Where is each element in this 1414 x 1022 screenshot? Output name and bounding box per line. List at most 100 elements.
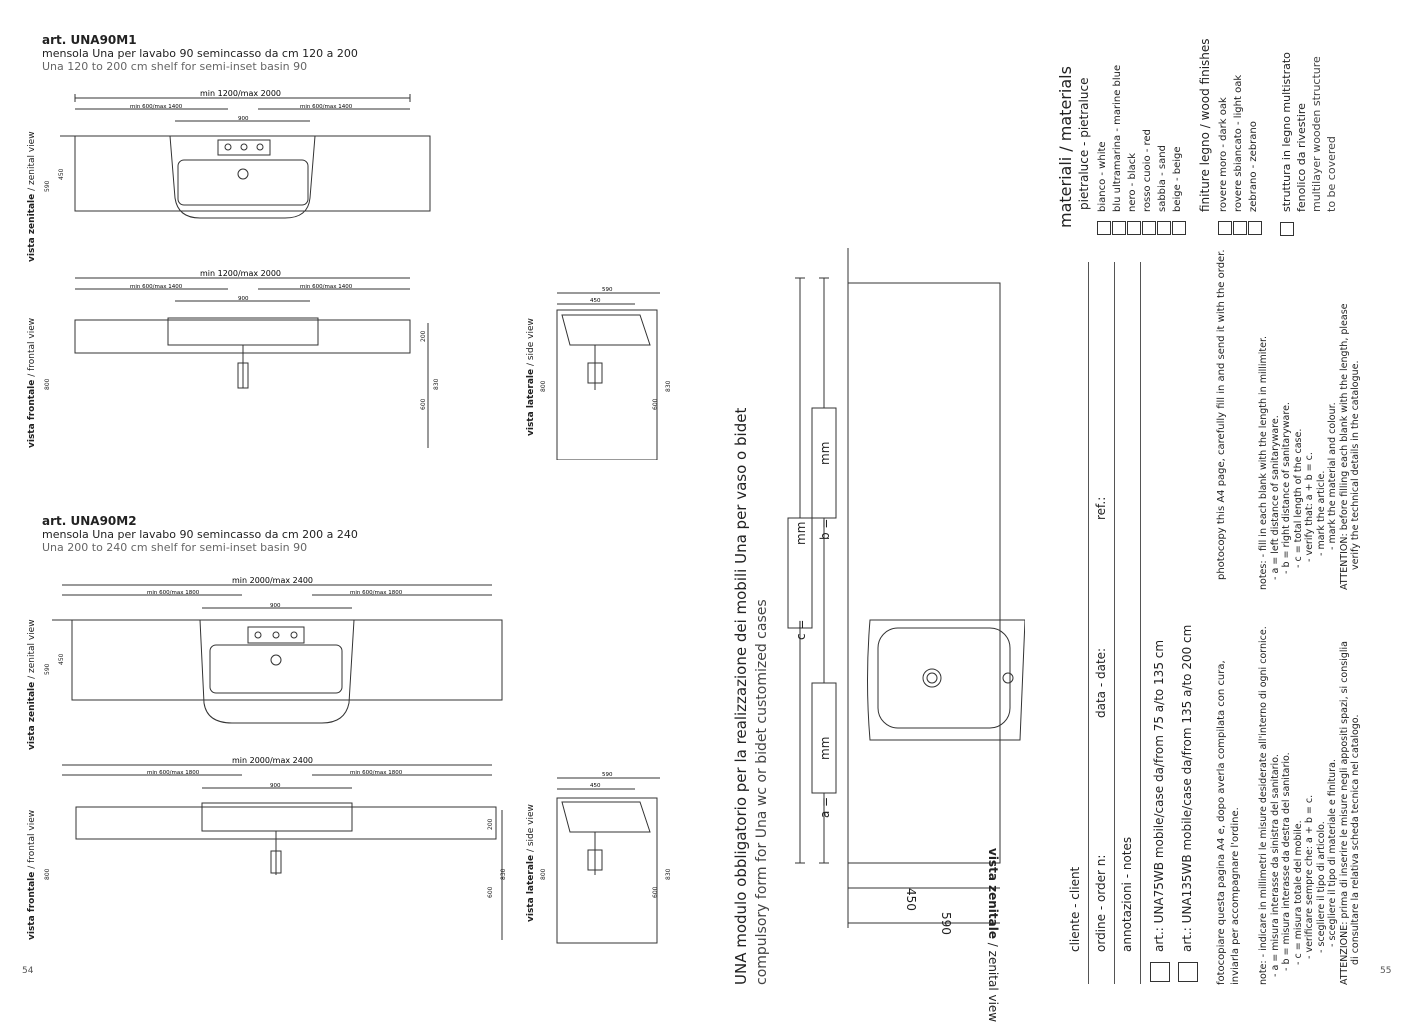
art2-side-label: vista laterale / side view: [526, 804, 536, 922]
ref-field[interactable]: ref.:: [1094, 496, 1108, 520]
art2-side-dim-830: 830: [665, 868, 672, 880]
art1-dim-total: min 1200/max 2000: [200, 89, 281, 98]
art2-front-dim-side-right: min 600/max 1800: [350, 770, 403, 776]
art2-dim-side-left: min 600/max 1800: [147, 590, 200, 596]
art1-frontal-drawing: min 1200/max 2000 min 600/max 1400 min 6…: [74, 269, 429, 448]
checkbox-blu[interactable]: [1112, 221, 1126, 235]
photocopy-it-1: fotocopiare questa pagina A4 e, dopo ave…: [1216, 660, 1227, 985]
art1-zenital-drawing: min 1200/max 2000 min 600/max 1400 min 6…: [60, 89, 431, 219]
date-field[interactable]: data - date:: [1094, 647, 1108, 718]
struct-1: struttura in legno multistrato: [1280, 52, 1293, 212]
checkbox-bianco[interactable]: [1097, 221, 1111, 235]
art-line-1: art.: UNA75WB mobile/case da/from 75 a/t…: [1152, 639, 1166, 952]
notes-line: [1140, 262, 1141, 984]
field-b-unit: mm: [818, 441, 832, 465]
art1-side-dim-800: 800: [540, 380, 547, 392]
art-line-2: art.: UNA135WB mobile/case da/from 135 a…: [1180, 624, 1194, 952]
wood-rovere-moro: rovere moro - dark oak: [1218, 97, 1229, 212]
dim-450: 450: [904, 888, 918, 911]
art2-checkbox[interactable]: [1178, 962, 1198, 986]
form-title: UNA modulo obbligatorio per la realizzaz…: [732, 407, 750, 985]
art1-code: art. UNA90M1: [42, 33, 137, 47]
struct-3: multilayer wooden structure: [1310, 56, 1323, 212]
art2-dim-center: 900: [270, 603, 281, 609]
art1-frontal-label: vista frontale / frontal view: [27, 317, 37, 448]
field-b-label: b =: [818, 518, 832, 541]
client-field[interactable]: cliente - client: [1068, 866, 1082, 952]
art1-dim-side-left: min 600/max 1400: [130, 104, 183, 110]
color-sabbia: sabbia - sand: [1157, 145, 1168, 212]
form-zenital-diagram: [787, 248, 1025, 928]
art1-dim-200: 200: [420, 330, 427, 342]
art1-side-dim-600: 600: [652, 398, 659, 410]
art2-dim-590: 590: [44, 663, 51, 675]
art2-front-dim-side-left: min 600/max 1800: [147, 770, 200, 776]
art1-dim-side-right: min 600/max 1400: [300, 104, 353, 110]
struct-2: fenolico da rivestire: [1295, 103, 1308, 212]
art1-dim-450: 450: [58, 168, 65, 180]
checkbox-struct[interactable]: [1280, 222, 1294, 236]
art2-dim-450: 450: [58, 653, 65, 665]
art2-dim-200: 200: [487, 818, 494, 830]
art2-dim-total: min 2000/max 2400: [232, 576, 313, 585]
art2-front-dim-center: 900: [270, 783, 281, 789]
art1-dim-600: 600: [420, 398, 427, 410]
art1-dim-590: 590: [44, 180, 51, 192]
art2-subtitle: mensola Una per lavabo 90 semincasso da …: [42, 528, 358, 541]
client-line: [1088, 262, 1089, 984]
color-beige: beige - beige: [1172, 146, 1183, 212]
checkbox-zebrano[interactable]: [1248, 221, 1262, 235]
art2-side-dim-590: 590: [602, 772, 613, 778]
struct-checkbox-wrap: [1280, 221, 1294, 240]
wood-heading: finiture legno / wood finishes: [1198, 38, 1212, 212]
checkbox-sabbia[interactable]: [1157, 221, 1171, 235]
art1-front-dim-side-right: min 600/max 1400: [300, 284, 353, 290]
wood-rovere-sbiancato: rovere sbiancato - light oak: [1233, 74, 1244, 212]
art2-frontal-label: vista frontale / frontal view: [27, 809, 37, 940]
dim-590: 590: [939, 912, 953, 935]
art1-side-dim-590: 590: [602, 287, 613, 293]
art2-side-drawing: 590 450: [556, 772, 660, 944]
checkbox-rosso[interactable]: [1142, 221, 1156, 235]
checkbox-rovere-moro[interactable]: [1218, 221, 1232, 235]
art2-dim-830: 830: [500, 868, 507, 880]
art2-side-dim-800: 800: [540, 868, 547, 880]
art2-dim-side-right: min 600/max 1800: [350, 590, 403, 596]
art2-side-dim-450: 450: [590, 783, 601, 789]
art1-checkbox[interactable]: [1150, 962, 1170, 986]
art1-front-dim-side-left: min 600/max 1400: [130, 284, 183, 290]
notes-it: note: - indicare in millimetri le misure…: [1258, 626, 1361, 985]
checkbox-nero[interactable]: [1127, 221, 1141, 235]
checkbox-beige[interactable]: [1172, 221, 1186, 235]
form-title-en: compulsory form for Una wc or bidet cust…: [754, 599, 770, 985]
art1-subtitle-en: Una 120 to 200 cm shelf for semi-inset b…: [42, 60, 308, 73]
page-number-left: 54: [22, 966, 34, 976]
notes-en: notes: - fill in each blank with the len…: [1258, 303, 1361, 590]
art2-zenital-label: vista zenitale / zenital view: [27, 619, 37, 750]
struct-4: to be covered: [1325, 136, 1338, 212]
order-field[interactable]: ordine - order n:: [1094, 854, 1108, 952]
art2-dim-600: 600: [487, 886, 494, 898]
art1-zenital-label: vista zenitale / zenital view: [27, 131, 37, 262]
art1-front-dim-center: 900: [238, 296, 249, 302]
art1-dim-800: 800: [44, 378, 51, 390]
checkbox-rovere-sbiancato[interactable]: [1233, 221, 1247, 235]
field-a-label: a =: [818, 796, 832, 818]
art1-dim-830: 830: [433, 378, 440, 390]
art2-front-dim-total: min 2000/max 2400: [232, 756, 313, 765]
order-line: [1114, 262, 1115, 984]
photocopy-en: photocopy this A4 page, carefully fill i…: [1216, 249, 1227, 580]
art1-side-label: vista laterale / side view: [526, 318, 536, 436]
art2-dim-800: 800: [44, 868, 51, 880]
wood-zebrano: zebrano - zebrano: [1248, 121, 1259, 212]
color-bianco: bianco - white: [1097, 141, 1108, 212]
art2-frontal-drawing: min 2000/max 2400 min 600/max 1800 min 6…: [62, 756, 503, 940]
art1-subtitle: mensola Una per lavabo 90 semincasso da …: [42, 47, 358, 60]
color-nero: nero - black: [1127, 152, 1138, 212]
notes-field[interactable]: annotazioni - notes: [1120, 836, 1134, 952]
art1-side-dim-450: 450: [590, 298, 601, 304]
color-blu: blu ultramarina - marine blue: [1112, 64, 1123, 212]
art2-code: art. UNA90M2: [42, 514, 137, 528]
art1-side-drawing: 590 450: [556, 287, 660, 460]
color-rosso: rosso cuoio - red: [1142, 129, 1153, 212]
